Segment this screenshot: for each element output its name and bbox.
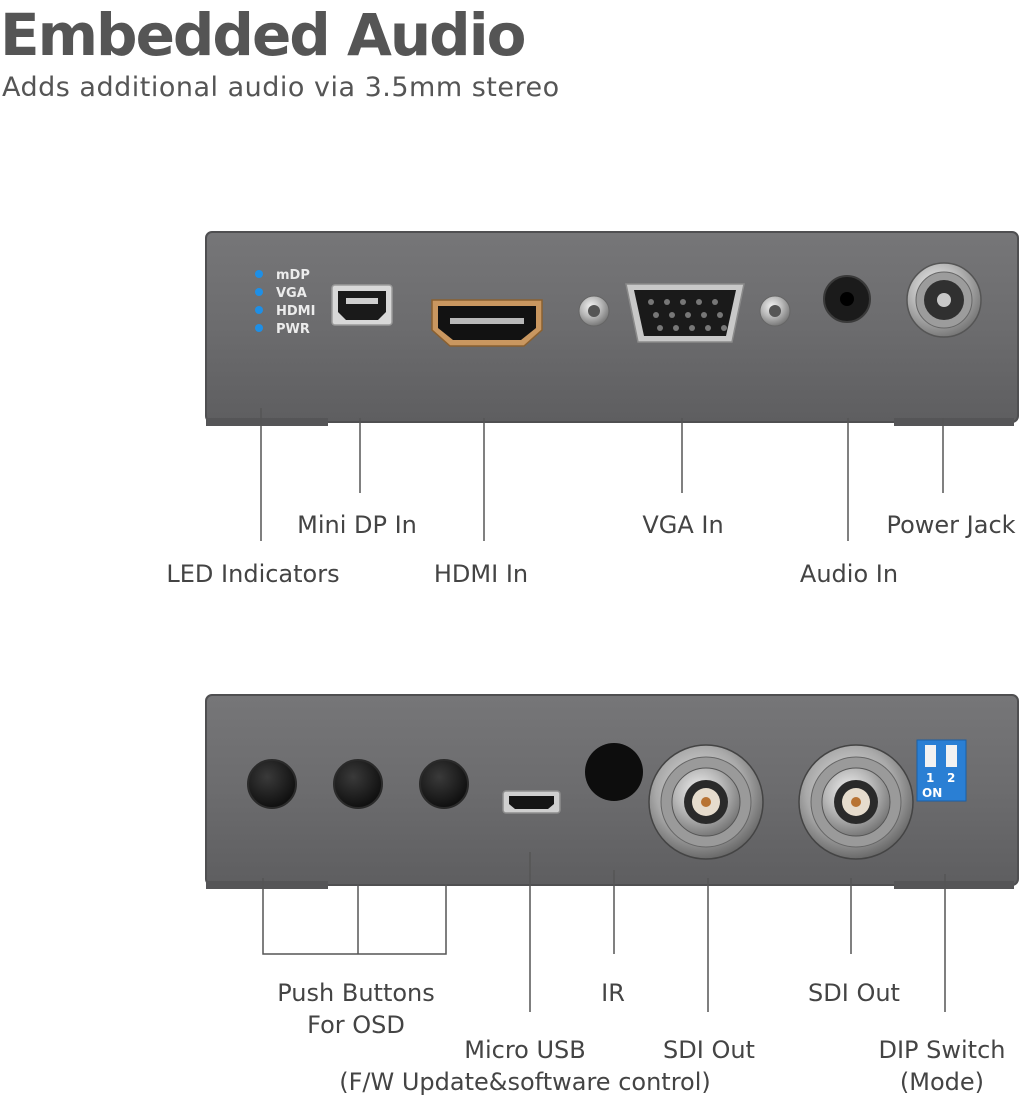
mini-dp-port	[331, 284, 393, 326]
push-button-3	[419, 759, 469, 809]
push-button-1	[247, 759, 297, 809]
label-power-jack: Power Jack	[886, 511, 1016, 539]
dip-number-2: 2	[947, 771, 955, 785]
audio-jack	[823, 275, 871, 323]
hdmi-port	[431, 299, 543, 347]
label-sdi-out-left: SDI Out	[663, 1036, 755, 1064]
label-micro-usb-line1: Micro USB	[464, 1036, 586, 1064]
led-label-pwr: PWR	[276, 322, 310, 337]
vga-screw-right	[759, 295, 791, 327]
led-label-vga: VGA	[276, 286, 307, 301]
push-button-2	[333, 759, 383, 809]
label-audio-in: Audio In	[799, 560, 899, 588]
led-vga	[255, 288, 263, 296]
led-indicators: mDP VGA HDMI PWR	[255, 268, 315, 337]
ir-sensor	[585, 743, 643, 801]
rear-callout-lines	[262, 852, 946, 1012]
power-jack	[906, 262, 982, 338]
label-dip-switch: DIP Switch (Mode)	[878, 1034, 1005, 1098]
page-title: Embedded Audio	[0, 1, 526, 69]
dip-on-label: ON	[922, 786, 942, 800]
label-dip-switch-line1: DIP Switch	[878, 1036, 1006, 1064]
rear-device: 1 2 ON	[205, 694, 1019, 889]
label-push-buttons-line2: For OSD	[307, 1011, 405, 1039]
vga-port	[625, 283, 745, 343]
label-mini-dp-in: Mini DP In	[297, 511, 417, 539]
label-push-buttons-line1: Push Buttons	[277, 979, 435, 1007]
dip-number-1: 1	[926, 771, 934, 785]
label-ir: IR	[601, 979, 625, 1007]
led-hdmi	[255, 306, 263, 314]
led-mdp	[255, 270, 263, 278]
label-sdi-out-right: SDI Out	[808, 979, 900, 1007]
led-pwr	[255, 324, 263, 332]
led-label-hdmi: HDMI	[276, 304, 315, 319]
label-push-buttons: Push Buttons For OSD	[277, 977, 435, 1041]
label-vga-in: VGA In	[642, 511, 724, 539]
micro-usb-port	[502, 790, 561, 814]
front-device: mDP VGA HDMI PWR	[205, 231, 1019, 426]
sdi-out-connector-2	[798, 744, 914, 860]
label-dip-switch-line2: (Mode)	[899, 1068, 985, 1096]
label-hdmi-in: HDMI In	[433, 560, 529, 588]
vga-screw-left	[578, 295, 610, 327]
dip-switch: 1 2 ON	[916, 739, 967, 802]
label-micro-usb-line2: (F/W Update&software control)	[339, 1068, 711, 1096]
sdi-out-connector-1	[648, 744, 764, 860]
label-led-indicators: LED Indicators	[166, 560, 340, 588]
led-label-mdp: mDP	[276, 268, 310, 283]
page-subtitle: Adds additional audio via 3.5mm stereo	[2, 72, 560, 103]
label-micro-usb: Micro USB (F/W Update&software control)	[339, 1034, 711, 1098]
front-callout-lines	[260, 408, 944, 541]
